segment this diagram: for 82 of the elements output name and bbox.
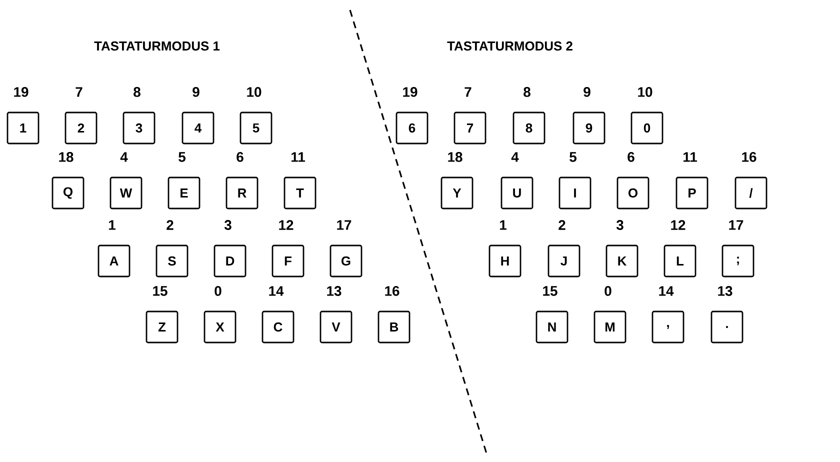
key: 3 [122,112,156,144]
key-number: 12 [671,220,686,230]
key-number: 8 [134,87,140,97]
key: T [284,176,316,210]
key-number: 9 [192,87,200,97]
key: A [98,244,130,278]
key-number: 16 [742,152,756,162]
key-number: 17 [337,220,352,230]
key-number: 16 [385,286,400,296]
key-number: 17 [729,220,744,230]
key: 4 [182,112,214,144]
key-number: 4 [511,152,519,162]
key-number: 15 [543,286,558,296]
key: Y [440,176,474,210]
key-number: 14 [659,286,674,296]
key: B [378,310,410,344]
key: N [536,310,568,344]
key: S [156,244,188,278]
key: X [204,310,236,344]
key: W [110,176,142,210]
key: 6 [396,112,428,144]
key-number: 10 [638,87,652,97]
heading: TASTATURMODUS 2 [447,41,572,51]
key: O [616,176,650,210]
key-number: 15 [153,286,168,296]
key: K [606,244,638,278]
key-number: 11 [684,152,697,162]
key: 1 [6,112,40,144]
key: ; [722,244,754,278]
key-number: 2 [558,220,566,230]
key: / [734,176,768,210]
key-number: 19 [14,87,28,97]
key: R [226,176,258,210]
key: M [594,310,626,344]
key: P [676,176,708,210]
key-number: 1 [109,220,116,230]
key-number: 13 [718,286,732,296]
key-number: 3 [616,220,624,230]
key-number: 2 [166,220,174,230]
key-number: 6 [628,152,634,162]
key: J [548,244,580,278]
key: 9 [572,112,606,144]
key: E [168,176,200,210]
key: V [320,310,352,344]
key-number: 11 [292,152,305,162]
key-number: 7 [464,87,472,97]
key-number: 7 [76,87,82,97]
key: F [272,244,304,278]
key-number: 3 [224,220,232,230]
key-number: 4 [120,152,128,162]
key-number: 0 [214,286,222,296]
key: G [330,244,362,278]
key: L [664,244,696,278]
key: , [652,310,684,344]
key: 0 [630,112,664,144]
key-number: 12 [279,220,294,230]
key: 5 [240,112,272,144]
key-number: 5 [570,152,576,162]
key-number: 19 [403,87,418,97]
key-number: 10 [247,87,262,97]
key-number: 5 [178,152,186,162]
key-number: 6 [236,152,244,162]
key-number: 9 [584,87,590,97]
key-number: 13 [327,286,342,296]
key: 7 [454,112,486,144]
key-number: 14 [269,286,284,296]
key: 8 [512,112,546,144]
key-number: 1 [500,220,506,230]
key: . [710,310,744,344]
key: C [262,310,294,344]
key: H [488,244,522,278]
key-number: 18 [448,152,462,162]
key-number: 18 [59,152,74,162]
key: U [500,176,534,210]
key: Z [146,310,178,344]
key: D [214,244,246,278]
key: 2 [64,112,98,144]
heading: TASTATURMODUS 1 [94,41,220,51]
key: Q [52,176,84,210]
key-number: 8 [524,87,530,97]
key: I [558,176,592,210]
key-number: 0 [604,286,612,296]
